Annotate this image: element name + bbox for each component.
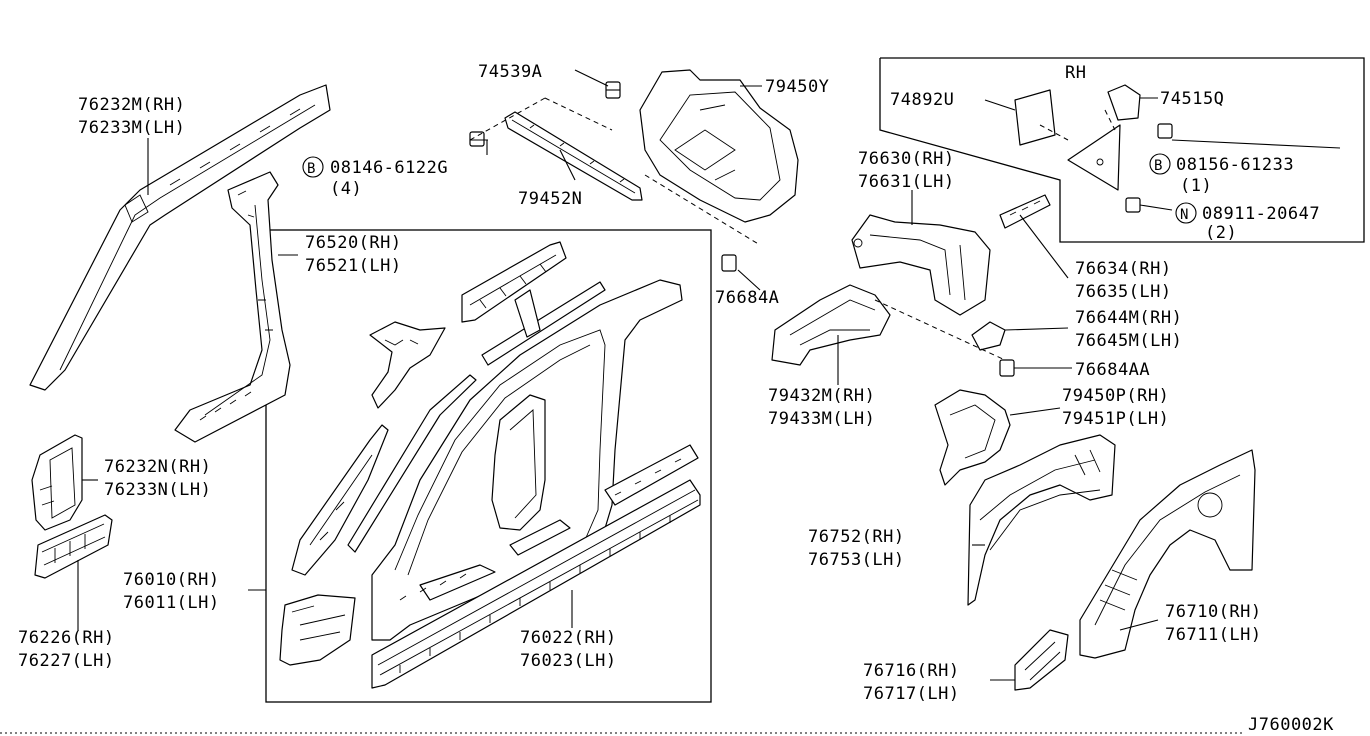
nut-08911-20647 [1125, 197, 1141, 213]
part-76644M-bracket [971, 321, 1006, 351]
part-76716-bracket [1014, 629, 1069, 691]
part-79450P-bracket [934, 389, 1011, 486]
label-76630: 76630(RH) [858, 149, 955, 169]
label-76631: 76631(LH) [858, 172, 955, 192]
part-79432M-bracket [771, 284, 891, 366]
bolt-prefix-circle-b1 [302, 156, 324, 178]
label-08911-qty: (2) [1205, 223, 1237, 243]
part-lower-front-bracket [279, 594, 356, 666]
label-76022: 76022(RH) [520, 628, 617, 648]
label-76717: 76717(LH) [863, 684, 960, 704]
part-side-outer-panel-76010 [371, 279, 683, 641]
part-76232N-pillar-lower [31, 434, 83, 531]
bolt-08146-6122G [469, 131, 485, 147]
part-sill-76022 [371, 479, 701, 689]
label-08146-6122G: 08146-6122G [330, 158, 448, 178]
part-76710-wheelhouse-outer [1079, 449, 1256, 659]
label-79450P: 79450P(RH) [1062, 386, 1169, 406]
diagram-code: J760002K [1248, 715, 1334, 735]
part-rear-lower-reinforcement [604, 444, 699, 506]
part-roof-rail-lower [481, 281, 606, 366]
label-79432M: 79432M(RH) [768, 386, 875, 406]
part-a-pillar-inner [291, 424, 389, 576]
label-74515Q: 74515Q [1160, 89, 1224, 109]
part-76752-wheelhouse-inner [967, 434, 1116, 606]
label-76684A: 76684A [715, 288, 779, 308]
leader-lines [77, 69, 1341, 681]
dashed-guides [469, 97, 1116, 361]
part-roof-rail-upper [461, 241, 567, 323]
label-76634: 76634(RH) [1075, 259, 1172, 279]
label-76233M: 76233M(LH) [78, 118, 185, 138]
label-76752: 76752(RH) [808, 527, 905, 547]
label-76521: 76521(LH) [305, 256, 402, 276]
label-76716: 76716(RH) [863, 661, 960, 681]
label-76684AA: 76684AA [1075, 360, 1150, 380]
label-08156-61233: 08156-61233 [1176, 155, 1294, 175]
part-79450Y-panel [639, 69, 799, 223]
label-76645M: 76645M(LH) [1075, 331, 1182, 351]
bolt-76684A [721, 254, 737, 272]
part-76520-center-pillar [174, 171, 291, 443]
label-08156-prefix: B [1154, 158, 1163, 174]
label-76711: 76711(LH) [1165, 625, 1262, 645]
part-labels: 76232M(RH) 76233M(LH) 74539A 79450Y B 08… [18, 62, 1334, 735]
label-79433M: 79433M(LH) [768, 409, 875, 429]
label-76644M: 76644M(RH) [1075, 308, 1182, 328]
label-76753: 76753(LH) [808, 550, 905, 570]
part-76634-strip [999, 194, 1051, 229]
body-side-assembly-frame [265, 229, 712, 703]
bolt-08156-61233 [1157, 123, 1173, 139]
part-76232M-roof-rail [29, 84, 331, 391]
label-76520: 76520(RH) [305, 233, 402, 253]
label-76232M: 76232M(RH) [78, 95, 185, 115]
label-74539A: 74539A [478, 62, 542, 82]
part-76226-sill-reinforcement [34, 514, 113, 579]
part-74515Q-bracket [1067, 84, 1141, 191]
label-76710: 76710(RH) [1165, 602, 1262, 622]
part-a-pillar-bracket [369, 321, 446, 409]
label-76226: 76226(RH) [18, 628, 115, 648]
part-a-pillar-trim-strip [347, 374, 477, 553]
inset-title: RH [1065, 63, 1086, 83]
label-76635: 76635(LH) [1075, 282, 1172, 302]
label-76233N: 76233N(LH) [104, 480, 211, 500]
label-79451P: 79451P(LH) [1062, 409, 1169, 429]
label-74892U: 74892U [890, 90, 954, 110]
part-76630-reinforcement [851, 214, 991, 316]
part-74892U-pad [1014, 89, 1056, 146]
label-76011: 76011(LH) [123, 593, 220, 613]
label-76010: 76010(RH) [123, 570, 220, 590]
label-08911-20647: 08911-20647 [1202, 204, 1320, 224]
label-08156-qty: (1) [1180, 176, 1212, 196]
label-08146-prefix: B [307, 161, 316, 177]
label-76232N: 76232N(RH) [104, 457, 211, 477]
label-76227: 76227(LH) [18, 651, 115, 671]
nut-prefix-circle-n [1175, 202, 1197, 224]
label-76023: 76023(LH) [520, 651, 617, 671]
label-79450Y: 79450Y [765, 77, 829, 97]
label-08911-prefix: N [1180, 207, 1189, 223]
rh-inset-frame [879, 57, 1365, 243]
label-08146-qty: (4) [330, 179, 362, 199]
bolt-74539A [605, 81, 621, 99]
bolt-76684AA [999, 359, 1015, 377]
label-79452N: 79452N [518, 189, 582, 209]
part-79452N-bar [504, 111, 643, 201]
bolt-prefix-circle-b2 [1149, 153, 1171, 175]
